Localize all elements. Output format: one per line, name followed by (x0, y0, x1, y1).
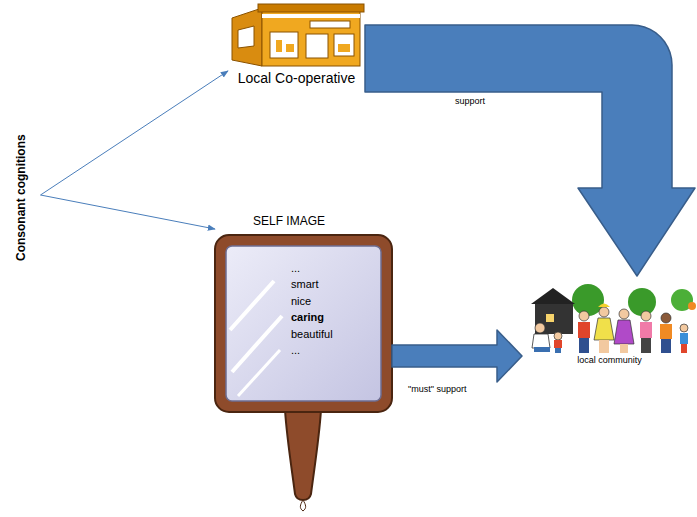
house-roof (531, 288, 575, 304)
person-body (660, 324, 672, 339)
cognition-label: Consonant cognitions (2, 128, 41, 263)
house (535, 304, 573, 334)
person-legs (599, 340, 609, 353)
person-head (641, 311, 651, 321)
shop-side (232, 8, 262, 66)
block-arrow (392, 330, 522, 382)
shop-goods (338, 44, 350, 52)
house-window (546, 314, 554, 322)
person-head (535, 323, 545, 333)
edge-label: "must" support (406, 384, 468, 395)
node-text: SELF IMAGE (229, 214, 349, 229)
person-legs (641, 338, 651, 353)
mirror-glass (226, 246, 381, 401)
person-legs (534, 347, 550, 352)
person-head (661, 313, 671, 323)
node-text: Local Co-operative (228, 70, 365, 88)
person-body (680, 333, 688, 344)
shop-door (306, 34, 328, 58)
person-head (680, 324, 688, 332)
shop-stripe (262, 14, 360, 18)
edge-label: support (453, 96, 487, 107)
person-legs (620, 344, 628, 353)
person-body (578, 322, 590, 338)
node-text: caring (291, 311, 324, 325)
mirror-illustration (215, 235, 392, 511)
shop-icon (232, 4, 364, 66)
person-body (532, 334, 550, 348)
shop-front (262, 8, 360, 66)
person-legs (661, 339, 671, 353)
community-illustration (531, 284, 696, 353)
glass-highlight (230, 281, 274, 330)
node-text: local community (522, 355, 697, 366)
mirror-handle (285, 410, 321, 500)
person-body (614, 320, 634, 344)
node-text: nice (291, 295, 311, 309)
mirror-frame (215, 235, 392, 412)
person-body (640, 322, 652, 338)
person-legs (681, 344, 687, 353)
shop-sign (310, 21, 350, 28)
person-body (594, 318, 614, 340)
cooperative-node: Local Co-operative (228, 4, 365, 92)
shop-window (334, 34, 354, 56)
node-text: ... (291, 262, 300, 276)
person-head (599, 307, 609, 317)
person-legs (555, 348, 561, 353)
block-arrow (365, 25, 695, 276)
person-head (554, 332, 562, 340)
person-head (619, 309, 629, 319)
person-body (554, 340, 562, 348)
tree (628, 288, 656, 316)
community-node: local community (522, 276, 697, 368)
node-text: beautiful (291, 328, 333, 342)
mirror-drip (300, 500, 305, 511)
shop-roof (258, 4, 364, 12)
shop-goods (286, 44, 294, 52)
person-head (579, 311, 589, 321)
person-legs (579, 338, 589, 353)
shop-goods (276, 40, 282, 52)
person-hair (598, 304, 610, 308)
self-image-mirror: SELF IMAGE... smart nice caring beautiful... (215, 214, 392, 514)
glass-highlight (232, 316, 282, 372)
thin-arrow (41, 195, 216, 229)
balloon (688, 302, 696, 310)
node-text: ... (291, 344, 300, 358)
shop-window (270, 32, 298, 58)
node-text: Consonant cognitions (14, 130, 29, 261)
node-text: smart (291, 278, 319, 292)
shop-window (238, 26, 254, 48)
thin-arrow (41, 71, 229, 195)
glass-highlight (238, 350, 280, 396)
